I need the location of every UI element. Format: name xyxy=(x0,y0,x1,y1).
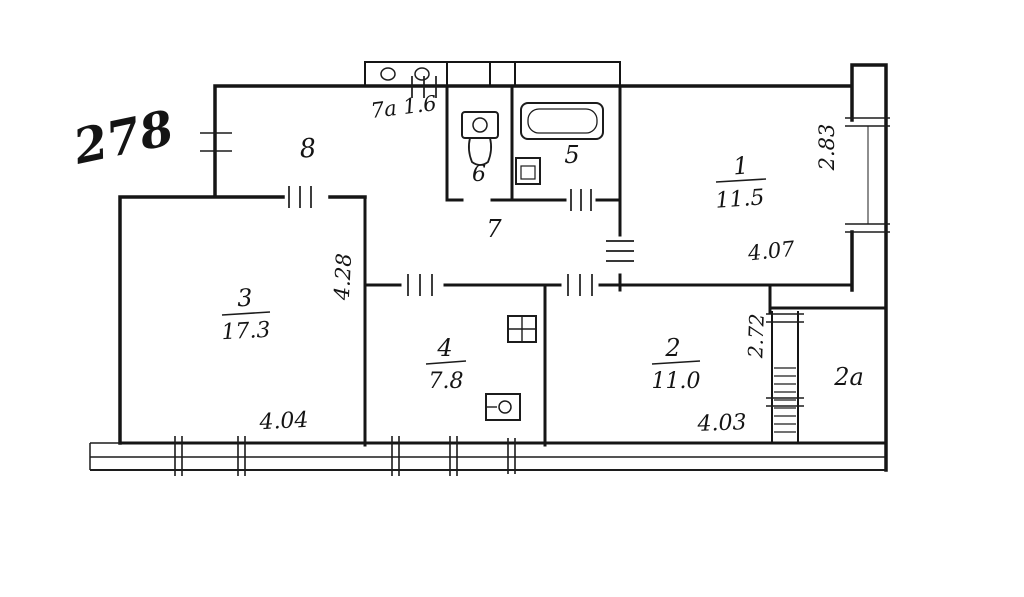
toilet-icon xyxy=(461,111,499,166)
room2a-window-hatch xyxy=(774,367,796,433)
room1-window xyxy=(845,117,890,233)
bathtub-icon xyxy=(520,102,604,140)
vent-glyph-2 xyxy=(414,67,430,81)
room-2-area: 11.0 xyxy=(652,369,701,394)
kitchen-sink-icon xyxy=(485,393,521,421)
room-2-number: 2 xyxy=(664,334,680,362)
room1-door-ticks xyxy=(606,240,634,262)
entry-door-ticks xyxy=(411,76,437,98)
room8-left-wall-ticks xyxy=(200,132,232,152)
room-6-number: 6 xyxy=(472,162,486,187)
bathtub-inner xyxy=(527,108,598,134)
room-3-depth-dim: 4.28 xyxy=(330,253,356,302)
room-1-area: 11.5 xyxy=(715,185,766,213)
washbasin-inner xyxy=(520,165,536,180)
labels: 278 8 7a 1.6 6 5 7 1 11.5 2.83 4.07 3 17… xyxy=(68,91,864,437)
room-1-number: 1 xyxy=(732,152,749,181)
room-7-number: 7 xyxy=(486,215,502,243)
room-5-number: 5 xyxy=(564,141,579,169)
room-3-area: 17.3 xyxy=(221,318,271,346)
top-protrusion xyxy=(364,61,621,87)
washbasin-icon xyxy=(515,157,541,185)
room-1-width-dim: 4.07 xyxy=(746,237,797,266)
bottom-window-ticks xyxy=(174,436,516,476)
room-2-fraction-line xyxy=(651,360,701,365)
bathtub-outer xyxy=(520,102,604,140)
toilet-bowl xyxy=(467,137,493,166)
room2-door-ticks xyxy=(567,274,593,296)
interior-walls xyxy=(118,84,888,447)
stove-icon xyxy=(507,315,537,343)
room-2-width-dim: 4.03 xyxy=(696,410,747,437)
kitchen-door-ticks xyxy=(407,274,433,296)
room3-door-ticks xyxy=(288,186,312,208)
room-1-fraction-line xyxy=(715,178,767,183)
door-marks xyxy=(288,76,634,296)
room-2-window-dim: 2.72 xyxy=(743,313,769,359)
room5-door-ticks xyxy=(570,189,592,211)
toilet-tank-button xyxy=(472,117,488,133)
room-4-number: 4 xyxy=(436,334,452,362)
vent-glyph-1 xyxy=(380,67,396,81)
room-2a-number: 2a xyxy=(833,363,864,391)
stove-cross xyxy=(508,316,536,342)
room-7a-label: 7a 1.6 xyxy=(369,91,437,123)
interior-wall-path xyxy=(118,84,888,447)
room2a-window xyxy=(766,311,804,444)
room2a-window-ticks xyxy=(766,313,804,407)
room-3-width-dim: 4.04 xyxy=(258,408,309,436)
protrusion-walls xyxy=(364,61,621,87)
outer-walls xyxy=(118,63,888,472)
room-8-number: 8 xyxy=(298,133,317,164)
outer-wall-path xyxy=(118,63,888,472)
plan-number: 278 xyxy=(68,100,179,176)
kitchen-sink-drain xyxy=(498,400,512,414)
bottom-window-band xyxy=(89,436,886,476)
room-3-fraction-line xyxy=(221,311,271,316)
left-wall-ticks xyxy=(200,132,232,152)
room-4-area: 7.8 xyxy=(429,369,464,394)
room-1-depth-dim: 2.83 xyxy=(815,124,839,172)
toilet-tank xyxy=(461,111,499,139)
washbasin-outer xyxy=(515,157,541,185)
room2a-window-frame xyxy=(771,311,799,444)
room-3-number: 3 xyxy=(237,284,254,313)
room-4-fraction-line xyxy=(425,360,467,365)
band-lines xyxy=(89,442,886,470)
